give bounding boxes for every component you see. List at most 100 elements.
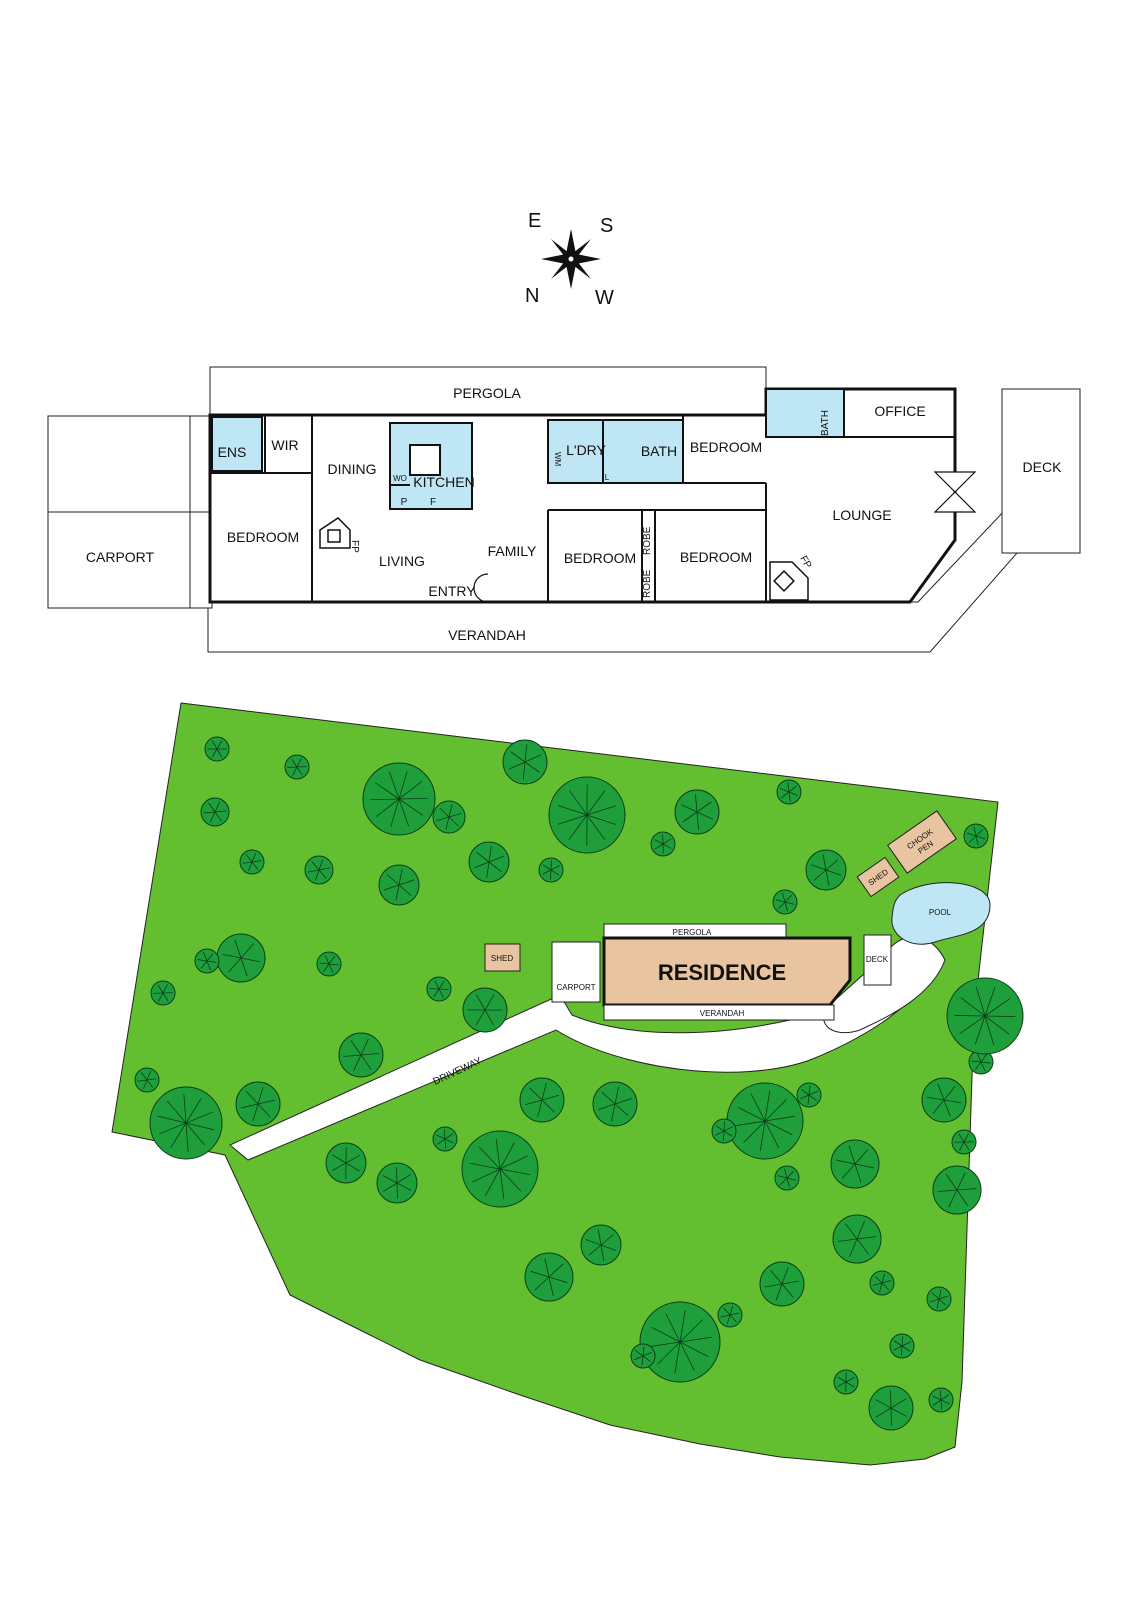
tree-icon — [285, 755, 309, 779]
laundry-tub-label: L — [605, 473, 610, 482]
tree-icon — [631, 1344, 655, 1368]
tree-icon — [317, 952, 341, 976]
laundry-label: L'DRY — [566, 442, 606, 458]
compass-star-icon — [541, 229, 601, 289]
tree-icon — [933, 1166, 981, 1214]
compass-south-label: S — [600, 215, 613, 237]
tree-icon — [947, 978, 1023, 1054]
tree-icon — [195, 949, 219, 973]
entry-label: ENTRY — [428, 583, 476, 599]
tree-icon — [833, 1215, 881, 1263]
pergola-label: PERGOLA — [453, 385, 521, 401]
tree-icon — [593, 1082, 637, 1126]
tree-icon — [890, 1334, 914, 1358]
tree-icon — [549, 777, 625, 853]
tree-icon — [834, 1370, 858, 1394]
site-pergola-label: PERGOLA — [673, 928, 712, 937]
tree-icon — [760, 1262, 804, 1306]
tree-icon — [201, 798, 229, 826]
bedroom-4-label: BEDROOM — [680, 549, 752, 565]
tree-icon — [433, 801, 465, 833]
tree-icon — [135, 1068, 159, 1092]
tree-icon — [240, 850, 264, 874]
tree-icon — [326, 1143, 366, 1183]
tree-icon — [151, 981, 175, 1005]
bedroom-2-label: BEDROOM — [690, 439, 762, 455]
tree-icon — [379, 865, 419, 905]
tree-icon — [922, 1078, 966, 1122]
compass-east-label: E — [528, 210, 541, 232]
tree-icon — [870, 1271, 894, 1295]
pool-label: POOL — [929, 908, 952, 917]
site-plan: DRIVEWAY PERGOLA RESIDENCE VERANDAH CARP… — [112, 703, 1023, 1465]
fridge-label: F — [430, 497, 436, 508]
washer-label: WM — [553, 452, 562, 467]
tree-icon — [427, 977, 451, 1001]
tree-icon — [773, 890, 797, 914]
verandah-label: VERANDAH — [448, 627, 526, 643]
compass-north-label: N — [525, 285, 539, 307]
bath-2-label: BATH — [820, 410, 831, 436]
tree-icon — [927, 1287, 951, 1311]
tree-icon — [520, 1078, 564, 1122]
tree-icon — [463, 988, 507, 1032]
shed-west-label: SHED — [491, 954, 513, 963]
family-label: FAMILY — [488, 543, 537, 559]
tree-icon — [339, 1033, 383, 1077]
dining-label: DINING — [328, 461, 377, 477]
tree-icon — [539, 858, 563, 882]
tree-icon — [712, 1119, 736, 1143]
compass-west-label: W — [595, 287, 614, 309]
bedroom-3-label: BEDROOM — [564, 550, 636, 566]
robe-1-label: ROBE — [642, 569, 653, 598]
tree-icon — [869, 1386, 913, 1430]
tree-icon — [525, 1253, 573, 1301]
residence-label: RESIDENCE — [658, 960, 786, 985]
office-label: OFFICE — [874, 403, 925, 419]
tree-icon — [236, 1082, 280, 1126]
deck-label: DECK — [1023, 459, 1063, 475]
tree-icon — [433, 1127, 457, 1151]
tree-icon — [305, 856, 333, 884]
fireplace-west-label: FP — [349, 540, 360, 553]
tree-icon — [831, 1140, 879, 1188]
tree-icon — [964, 824, 988, 848]
tree-icon — [797, 1083, 821, 1107]
tree-icon — [377, 1163, 417, 1203]
tree-icon — [462, 1131, 538, 1207]
robe-2-label: ROBE — [642, 526, 653, 555]
tree-icon — [503, 740, 547, 784]
tree-icon — [581, 1225, 621, 1265]
tree-icon — [205, 737, 229, 761]
walk-in-robe-label: WIR — [271, 437, 298, 453]
tree-icon — [952, 1130, 976, 1154]
bath-label: BATH — [641, 443, 677, 459]
kitchen-label: KITCHEN — [413, 474, 474, 490]
bedroom-main-label: BEDROOM — [227, 529, 299, 545]
pantry-label: P — [401, 497, 408, 508]
site-carport-label: CARPORT — [557, 983, 596, 992]
tree-icon — [640, 1302, 720, 1382]
site-verandah-label: VERANDAH — [700, 1009, 745, 1018]
tree-icon — [718, 1303, 742, 1327]
tree-icon — [363, 763, 435, 835]
tree-icon — [929, 1388, 953, 1412]
tree-icon — [150, 1087, 222, 1159]
compass-rose: E S N W — [525, 210, 614, 309]
ensuite-label: ENS — [218, 444, 247, 460]
tree-icon — [777, 780, 801, 804]
tree-icon — [727, 1083, 803, 1159]
tree-icon — [217, 934, 265, 982]
wall-oven-label: WO — [393, 474, 407, 483]
tree-icon — [806, 850, 846, 890]
tree-icon — [675, 790, 719, 834]
site-carport-area — [552, 942, 600, 1002]
carport-label: CARPORT — [86, 549, 155, 565]
tree-icon — [775, 1166, 799, 1190]
tree-icon — [469, 842, 509, 882]
tree-icon — [651, 832, 675, 856]
lounge-label: LOUNGE — [832, 507, 891, 523]
site-deck-label: DECK — [866, 955, 889, 964]
